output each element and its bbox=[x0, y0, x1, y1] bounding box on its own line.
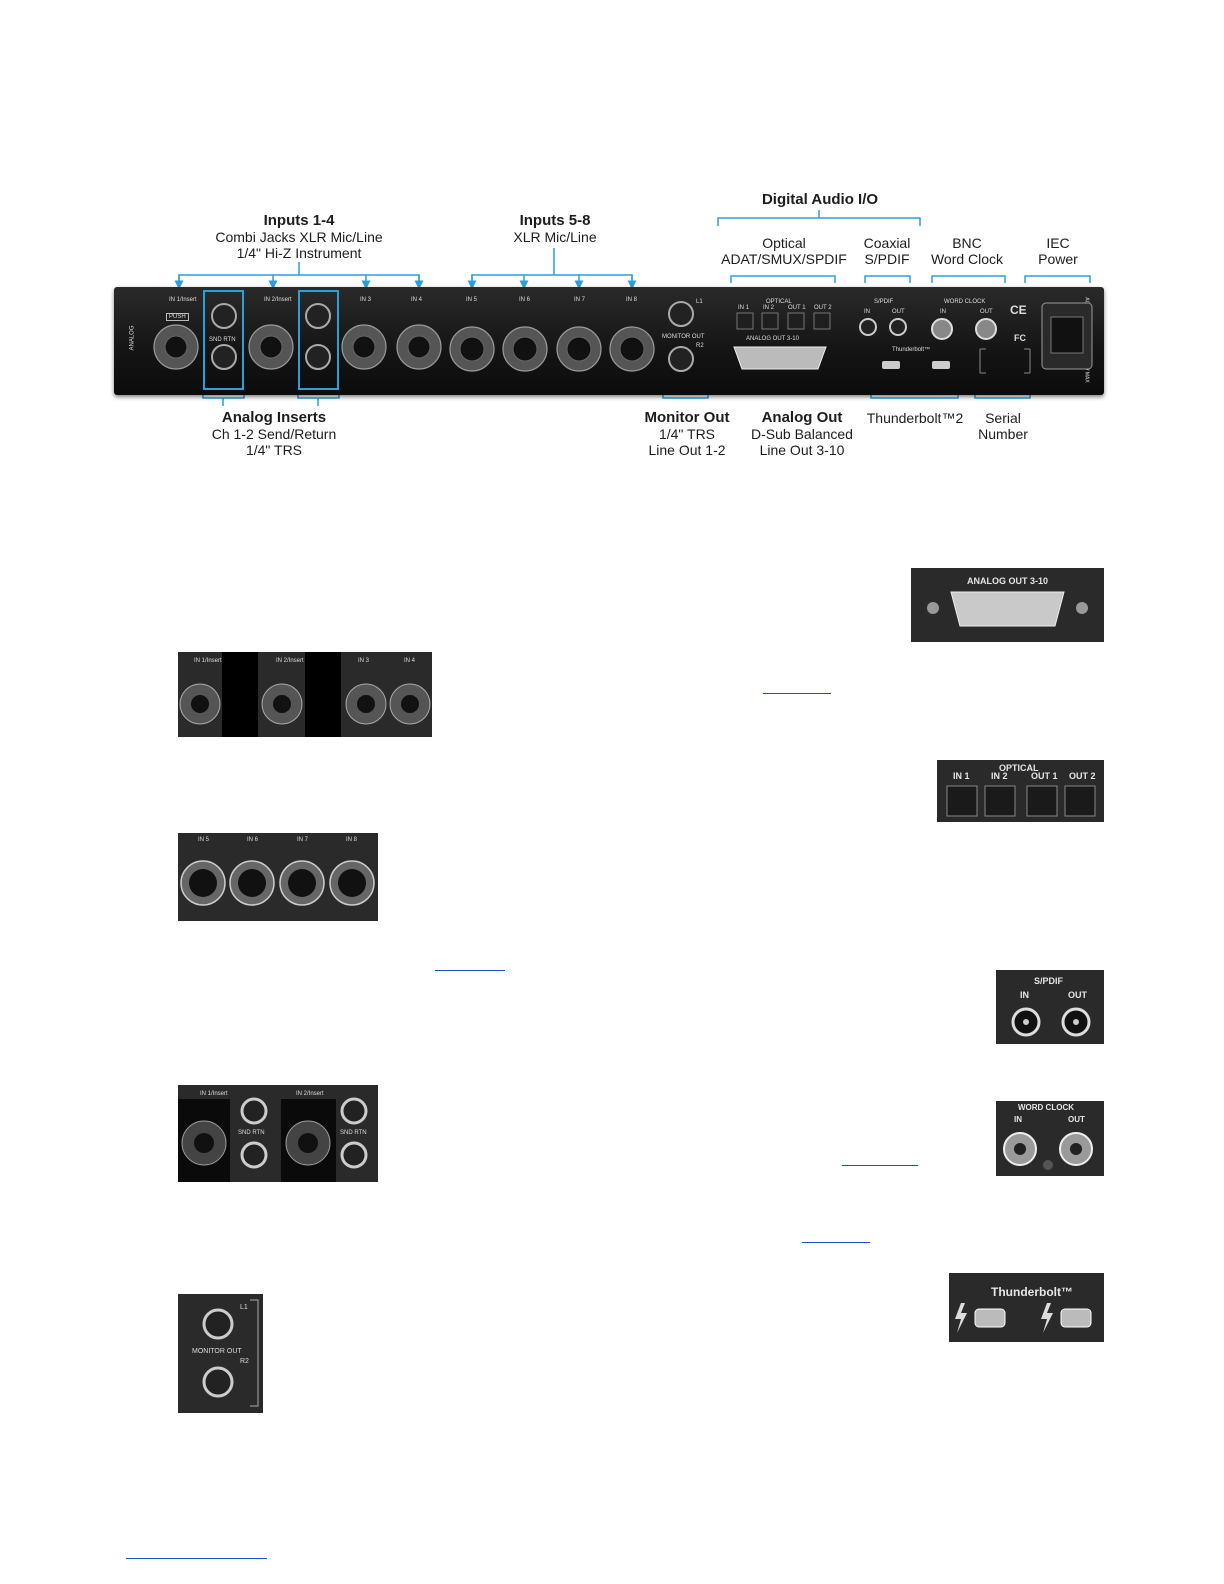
thumb-monitor-out: L1 MONITOR OUT R2 bbox=[178, 1294, 263, 1413]
panel-opt-in2-label: IN 2 bbox=[763, 305, 775, 311]
callout-thunderbolt: Thunderbolt™2 bbox=[866, 410, 964, 426]
panel-optical-label: OPTICAL bbox=[766, 299, 792, 305]
panel-word-clock-label: WORD CLOCK bbox=[944, 299, 986, 305]
analog-out-dsub bbox=[733, 346, 827, 370]
thumb-thunderbolt: Thunderbolt™ bbox=[949, 1273, 1104, 1342]
optical-in2 bbox=[761, 312, 779, 330]
callout-analog-inserts: Analog Inserts Ch 1-2 Send/Return 1/4" T… bbox=[211, 409, 337, 459]
spdif-out bbox=[889, 318, 907, 336]
panel-label-in1: IN 1/Insert bbox=[169, 297, 197, 303]
callout-digital-io: Digital Audio I/O bbox=[761, 191, 879, 208]
panel-ce-mark: CE bbox=[1010, 303, 1027, 317]
panel-connectors bbox=[153, 301, 1093, 374]
monitor-out-l1 bbox=[668, 301, 694, 327]
callout-iec: IEC Power bbox=[1038, 235, 1078, 267]
panel-r2-label: R2 bbox=[696, 343, 704, 349]
panel-label-in7: IN 7 bbox=[574, 297, 586, 303]
thumb-spdif: S/PDIF IN OUT bbox=[996, 970, 1104, 1044]
insert-send-2 bbox=[305, 303, 331, 329]
callout-optical: Optical ADAT/SMUX/SPDIF bbox=[721, 235, 847, 267]
callout-brackets bbox=[174, 210, 1091, 406]
link-underline-2[interactable] bbox=[435, 970, 505, 971]
callout-analog-out: Analog Out D-Sub Balanced Line Out 3-10 bbox=[751, 409, 853, 459]
insert-return-2 bbox=[305, 344, 331, 370]
monitor-out-r2 bbox=[668, 346, 694, 372]
thunderbolt-port-2 bbox=[932, 361, 950, 369]
panel-opt-out2-label: OUT 2 bbox=[814, 305, 832, 311]
callout-monitor-out: Monitor Out 1/4" TRS Line Out 1-2 bbox=[644, 409, 730, 459]
thumb-combi-jacks: IN 1/Insert IN 2/Insert IN 3 IN 4 bbox=[178, 652, 432, 737]
rear-panel: ANALOG IN 1/Insert IN 2/Insert IN 3 IN 4… bbox=[114, 287, 1104, 395]
insert-return-1 bbox=[211, 344, 237, 370]
panel-label-in8: IN 8 bbox=[626, 297, 638, 303]
word-clock-out bbox=[975, 318, 997, 340]
spdif-in bbox=[859, 318, 877, 336]
link-underline-4[interactable] bbox=[802, 1242, 870, 1243]
panel-l1-label: L1 bbox=[696, 299, 703, 305]
panel-analog-out-label: ANALOG OUT 3-10 bbox=[746, 336, 799, 342]
callout-inputs-5-8: Inputs 5-8 XLR Mic/Line bbox=[513, 212, 597, 246]
panel-fc-mark: FC bbox=[1014, 333, 1026, 343]
panel-label-in5: IN 5 bbox=[466, 297, 478, 303]
callout-serial: Serial Number bbox=[978, 410, 1028, 442]
callout-inputs-1-4: Inputs 1-4 Combi Jacks XLR Mic/Line 1/4"… bbox=[215, 212, 383, 262]
thumb-analog-out: ANALOG OUT 3-10 bbox=[911, 568, 1104, 642]
panel-spdif-in-label: IN bbox=[864, 309, 870, 315]
optical-out1 bbox=[787, 312, 805, 330]
thumb-optical: OPTICAL IN 1 IN 2 OUT 1 OUT 2 bbox=[937, 760, 1104, 822]
panel-wc-in-label: IN bbox=[940, 309, 946, 315]
panel-label-in6: IN 6 bbox=[519, 297, 531, 303]
panel-wc-out-label: OUT bbox=[980, 309, 993, 315]
insert-highlight-1 bbox=[203, 290, 244, 390]
panel-spdif-out-label: OUT bbox=[892, 309, 905, 315]
callout-bnc: BNC Word Clock bbox=[930, 235, 1004, 267]
insert-send-1 bbox=[211, 303, 237, 329]
thumb-xlr-jacks: IN 5 IN 6 IN 7 IN 8 bbox=[178, 833, 378, 921]
link-underline-3[interactable] bbox=[842, 1165, 918, 1166]
optical-out2 bbox=[813, 312, 831, 330]
insert-highlight-2 bbox=[298, 290, 339, 390]
panel-thunderbolt-label: Thunderbolt™ bbox=[892, 347, 931, 353]
callout-coaxial: Coaxial S/PDIF bbox=[863, 235, 911, 267]
panel-label-in4: IN 4 bbox=[411, 297, 423, 303]
word-clock-in bbox=[931, 318, 953, 340]
thunderbolt-port-1 bbox=[882, 361, 900, 369]
panel-opt-out1-label: OUT 1 bbox=[788, 305, 806, 311]
optical-in1 bbox=[736, 312, 754, 330]
thumb-word-clock: WORD CLOCK IN OUT bbox=[996, 1101, 1104, 1176]
panel-spdif-label: S/PDIF bbox=[874, 299, 894, 305]
link-underline-footer[interactable] bbox=[126, 1558, 267, 1559]
thumb-inserts: IN 1/Insert IN 2/Insert SND RTN SND RTN bbox=[178, 1085, 378, 1182]
panel-push-label: PUSH bbox=[166, 313, 189, 321]
panel-label-in3: IN 3 bbox=[360, 297, 372, 303]
panel-label-in2: IN 2/Insert bbox=[264, 297, 292, 303]
panel-snd-rtn-label: SND RTN bbox=[209, 337, 236, 343]
link-underline-1[interactable] bbox=[763, 693, 831, 694]
panel-opt-in1-label: IN 1 bbox=[738, 305, 750, 311]
panel-monitor-out-label: MONITOR OUT bbox=[662, 334, 705, 340]
